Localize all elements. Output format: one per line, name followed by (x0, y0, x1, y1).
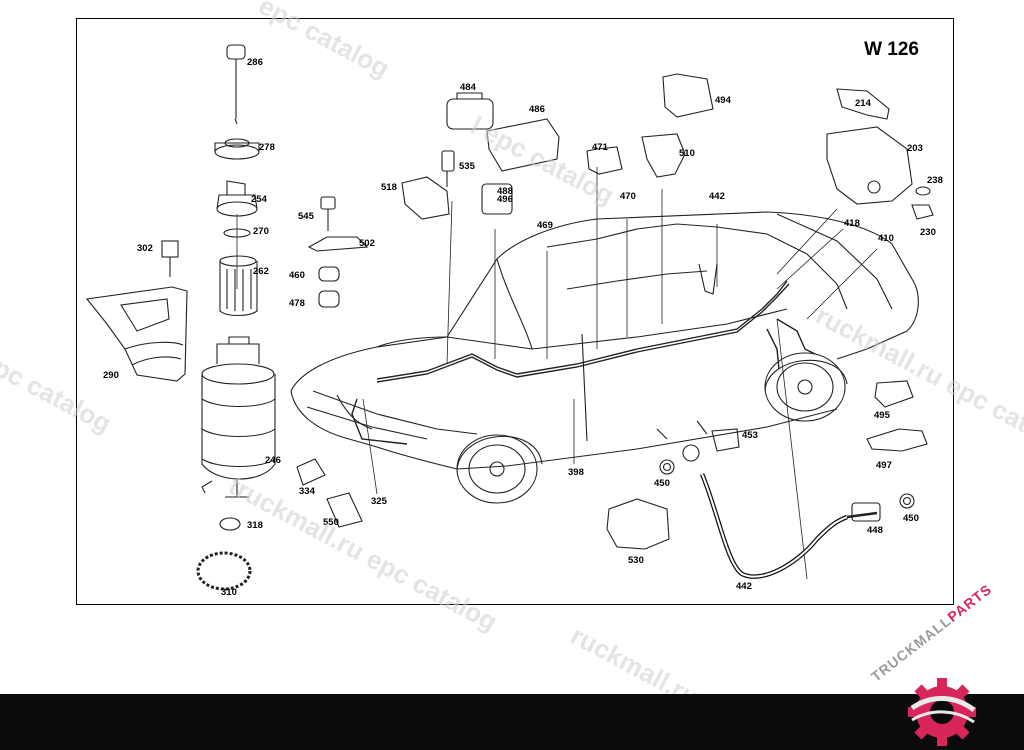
part-number[interactable]: 246 (265, 455, 281, 466)
part-number[interactable]: 470 (620, 191, 636, 202)
part-number[interactable]: 518 (381, 182, 397, 193)
part-number[interactable]: 530 (628, 555, 644, 566)
hose-442 (699, 473, 848, 579)
part-number[interactable]: 286 (247, 57, 263, 68)
part-number[interactable]: 550 (323, 517, 339, 528)
part-number[interactable]: 460 (289, 270, 305, 281)
part-number[interactable]: 262 (253, 266, 269, 277)
part-number[interactable]: 203 (907, 143, 923, 154)
bottom-bar (0, 694, 1024, 750)
part-number[interactable]: 484 (460, 82, 476, 93)
part-number[interactable]: 310 (221, 587, 237, 598)
part-number[interactable]: 502 (359, 238, 375, 249)
part-number[interactable]: 488 (497, 186, 513, 197)
part-number[interactable]: 471 (592, 142, 608, 153)
part-number[interactable]: 448 (867, 525, 883, 536)
part-number[interactable]: 270 (253, 226, 269, 237)
part-number[interactable]: 290 (103, 370, 119, 381)
part-number[interactable]: 486 (529, 104, 545, 115)
part-number[interactable]: 278 (259, 142, 275, 153)
part-number[interactable]: 302 (137, 243, 153, 254)
part-number[interactable]: 495 (874, 410, 890, 421)
part-number[interactable]: 230 (920, 227, 936, 238)
part-number[interactable]: 442 (736, 581, 752, 592)
pipe-line (351, 280, 816, 445)
part-number[interactable]: 497 (876, 460, 892, 471)
part-number[interactable]: 238 (927, 175, 943, 186)
part-number[interactable]: 469 (537, 220, 553, 231)
part-number[interactable]: 450 (903, 513, 919, 524)
model-label: W 126 (864, 39, 919, 60)
fuel-pump-parts (85, 44, 276, 591)
small-parts (296, 73, 934, 550)
leader-lines (236, 167, 878, 580)
parts-diagram: W 126 286 278 254 270 262 302 290 246 31… (76, 18, 954, 605)
part-number[interactable]: 545 (298, 211, 314, 222)
part-number[interactable]: 453 (742, 430, 758, 441)
part-number[interactable]: 478 (289, 298, 305, 309)
part-number[interactable]: 254 (251, 194, 267, 205)
part-number[interactable]: 318 (247, 520, 263, 531)
part-number[interactable]: 418 (844, 218, 860, 229)
part-number[interactable]: 510 (679, 148, 695, 159)
part-number[interactable]: 334 (299, 486, 315, 497)
part-number[interactable]: 398 (568, 467, 584, 478)
part-number[interactable]: 535 (459, 161, 475, 172)
part-number[interactable]: 442 (709, 191, 725, 202)
part-number[interactable]: 450 (654, 478, 670, 489)
part-number[interactable]: 494 (715, 95, 731, 106)
part-number[interactable]: 325 (371, 496, 387, 507)
truckmall-gear-logo-icon (908, 678, 976, 746)
part-number[interactable]: 214 (855, 98, 871, 109)
part-number[interactable]: 496 (497, 194, 513, 205)
part-number[interactable]: 410 (878, 233, 894, 244)
diagram-drawing (85, 44, 934, 591)
